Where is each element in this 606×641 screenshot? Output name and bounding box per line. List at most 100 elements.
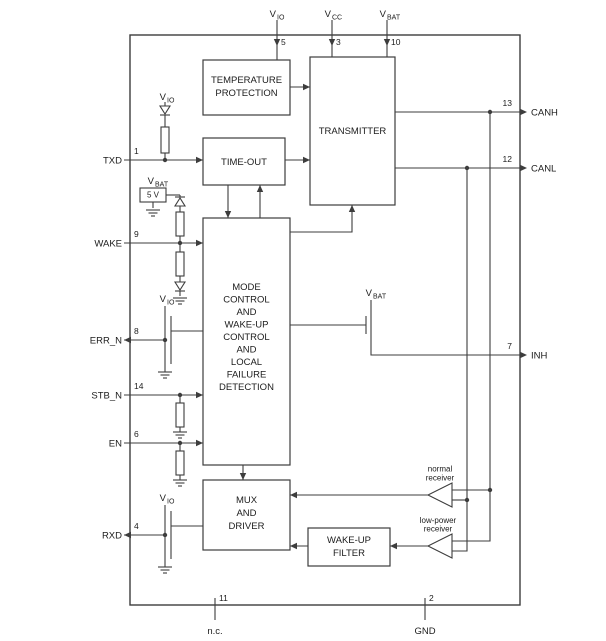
- pin-label-vio: V: [270, 9, 277, 20]
- pin-number-gnd: 2: [429, 593, 434, 603]
- pin-label-txd: TXD: [103, 156, 122, 167]
- low-power-receiver-label: low-power: [420, 516, 457, 525]
- pin-number-errn: 8: [134, 326, 139, 336]
- ground-zener: [146, 209, 160, 217]
- wire-mode-to-transmitter: [290, 205, 353, 233]
- component-symbols: [139, 105, 453, 574]
- arrow-errn-out: [124, 336, 131, 344]
- function-blocks: TEMPERATURE PROTECTION TRANSMITTER TIME-…: [202, 56, 396, 567]
- pin-label-canl: CANL: [531, 164, 556, 175]
- low-power-receiver-symbol: [426, 533, 453, 559]
- arrow-stbn-in: [196, 391, 203, 399]
- mode-control-label: DETECTION: [219, 382, 274, 393]
- pin-label-vcc: V: [325, 9, 332, 20]
- junction-txd: [162, 157, 168, 163]
- junction-en: [177, 440, 183, 446]
- wire-canl-receivers: [452, 168, 468, 552]
- arrow-wake-in: [196, 239, 203, 247]
- junction-dots: [162, 109, 493, 538]
- mode-control-label: FAILURE: [227, 370, 267, 381]
- junction-wake: [177, 240, 183, 246]
- pin-label-vcc-sub: CC: [332, 15, 342, 22]
- normal-receiver-label: normal: [428, 465, 453, 474]
- zener-5v-box: [139, 187, 167, 203]
- mode-control-label: MODE: [232, 282, 261, 293]
- arrow-filter-mux: [290, 542, 297, 550]
- pin-label-vbat-sub: BAT: [387, 15, 401, 22]
- pin-labels: V IO 5 V CC 3 V BAT 10 TXD 1 WAKE 9 ERR_…: [90, 9, 558, 637]
- vio-label-errn-sub: IO: [167, 300, 175, 307]
- pin-label-gnd: GND: [414, 626, 435, 637]
- pin-number-en: 6: [134, 429, 139, 439]
- ground-stbn: [173, 431, 187, 439]
- vbat-label-wake-sub: BAT: [155, 182, 169, 189]
- pin-label-en: EN: [109, 439, 122, 450]
- vio-label-txd: V: [160, 92, 167, 103]
- ground-errn: [158, 371, 172, 379]
- pin-label-wake: WAKE: [94, 239, 122, 250]
- ic-boundary: [129, 34, 521, 606]
- mode-control-label: AND: [236, 345, 256, 356]
- resistor-stbn-pulldown: [175, 402, 185, 428]
- vbat-label-inh: V: [366, 288, 373, 299]
- mode-control-label: CONTROL: [223, 295, 269, 306]
- mux-driver-label: MUX: [236, 495, 258, 506]
- mux-driver-label: AND: [236, 508, 256, 519]
- arrow-vcc-in: [328, 39, 336, 46]
- resistor-en-pulldown: [175, 450, 185, 476]
- vio-label-txd-sub: IO: [167, 98, 175, 105]
- mode-control-label: AND: [236, 307, 256, 318]
- internal-labels: V IO V BAT 5 V V IO V IO V BAT normal re…: [147, 92, 457, 534]
- resistor-wake-lower: [175, 251, 185, 277]
- wire-inh: [370, 340, 520, 356]
- arrow-inh-out: [520, 351, 527, 359]
- pin-number-canl: 12: [503, 154, 513, 164]
- arrow-timeout-transmitter: [303, 156, 310, 164]
- pin-number-rxd: 4: [134, 521, 139, 531]
- mode-control-label: WAKE-UP: [225, 320, 269, 331]
- junction-canl-rx: [464, 497, 470, 503]
- arrow-vbat-in: [383, 39, 391, 46]
- vio-label-rxd-sub: IO: [167, 499, 175, 506]
- arrow-mode-to-transmitter: [348, 205, 356, 212]
- pin-number-wake: 9: [134, 229, 139, 239]
- arrow-en-in: [196, 439, 203, 447]
- pin-number-vcc: 3: [336, 37, 341, 47]
- block-wake-up-filter: [307, 527, 391, 567]
- pin-number-vio: 5: [281, 37, 286, 47]
- pin-label-vio-sub: IO: [277, 15, 285, 22]
- block-temperature-protection: [202, 59, 291, 116]
- pin-label-inh: INH: [531, 351, 548, 362]
- arrow-canh-out: [520, 108, 527, 116]
- pin-number-canh: 13: [503, 98, 513, 108]
- vbat-label-wake: V: [148, 176, 155, 187]
- arrow-mode-to-mux: [239, 473, 247, 480]
- arrow-lp-rx-filter: [390, 542, 397, 550]
- arrow-txd-in: [196, 156, 203, 164]
- junction-stbn: [177, 392, 183, 398]
- vio-label-errn: V: [160, 294, 167, 305]
- vbat-label-inh-sub: BAT: [373, 294, 387, 301]
- ground-rxd: [158, 566, 172, 574]
- transmitter-label: TRANSMITTER: [319, 126, 387, 137]
- arrow-rxd-out: [124, 531, 131, 539]
- ground-en: [173, 479, 187, 487]
- arrowheads: [124, 39, 527, 550]
- arrow-timeout-to-mode: [224, 211, 232, 218]
- arrow-canl-out: [520, 164, 527, 172]
- junction-canl: [464, 165, 470, 171]
- block-transmitter: [309, 56, 396, 206]
- pin-number-nc: 11: [219, 593, 228, 603]
- zener-voltage-label: 5 V: [147, 191, 160, 200]
- junction-canh-rx: [487, 487, 493, 493]
- junction-canh: [487, 109, 493, 115]
- arrow-normal-rx-mux: [290, 491, 297, 499]
- diode-txd-pullup: [159, 105, 171, 116]
- pin-number-vbat: 10: [391, 37, 401, 47]
- temperature-protection-label: PROTECTION: [215, 88, 277, 99]
- ground-wake: [173, 297, 187, 305]
- wire-canh-receivers: [452, 112, 491, 542]
- pin-label-vbat: V: [380, 9, 387, 20]
